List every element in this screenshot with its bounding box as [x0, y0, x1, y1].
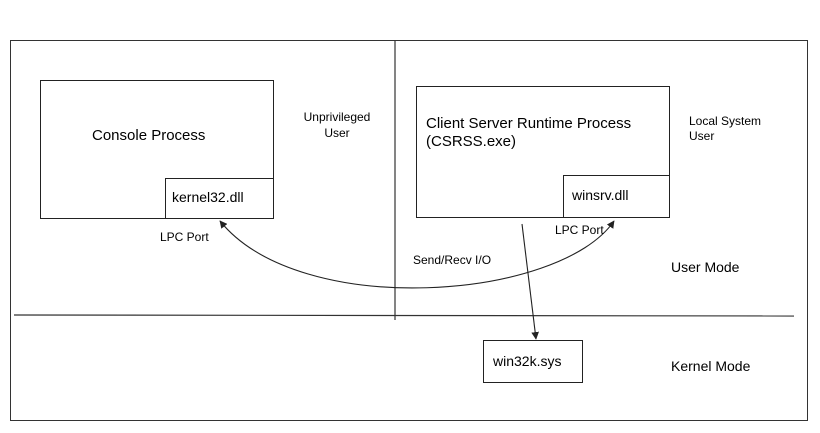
kernel-mode-label: Kernel Mode: [671, 358, 751, 374]
local-system-user-line2: User: [689, 129, 715, 143]
console-lpc-port-label: LPC Port: [160, 230, 209, 244]
winsrv-dll-box: winsrv.dll: [563, 175, 670, 218]
csrss-to-kernel-arrow: [521, 223, 539, 340]
winsrv-dll-label: winsrv.dll: [572, 187, 629, 203]
csrss-title-line1: Client Server Runtime Process: [426, 115, 632, 132]
unprivileged-user-line1: Unprivileged: [303, 110, 371, 124]
local-system-user-label: Local System User: [689, 114, 761, 143]
kernel32-dll-label: kernel32.dll: [172, 189, 244, 205]
kernel32-dll-box: kernel32.dll: [165, 178, 274, 219]
local-system-user-line1: Local System: [689, 114, 762, 128]
mode-boundary-line: [13, 314, 795, 317]
console-process-title: Console Process: [92, 127, 206, 144]
user-mode-label: User Mode: [671, 259, 740, 275]
csrss-title-line2: (CSRSS.exe): [426, 133, 517, 150]
diagram-frame: [10, 40, 808, 421]
unprivileged-user-label: Unprivileged User: [299, 110, 375, 140]
win32k-sys-box: win32k.sys: [483, 340, 583, 383]
csrss-lpc-port-label: LPC Port: [555, 223, 604, 237]
csrss-title: Client Server Runtime Process (CSRSS.exe…: [426, 115, 631, 150]
unprivileged-user-line2: User: [324, 126, 350, 140]
win32k-sys-label: win32k.sys: [493, 353, 562, 369]
send-recv-io-label: Send/Recv I/O: [413, 253, 492, 267]
csrss-process-box: Client Server Runtime Process (CSRSS.exe…: [416, 86, 670, 218]
lpc-connection-arrow: [219, 220, 615, 289]
